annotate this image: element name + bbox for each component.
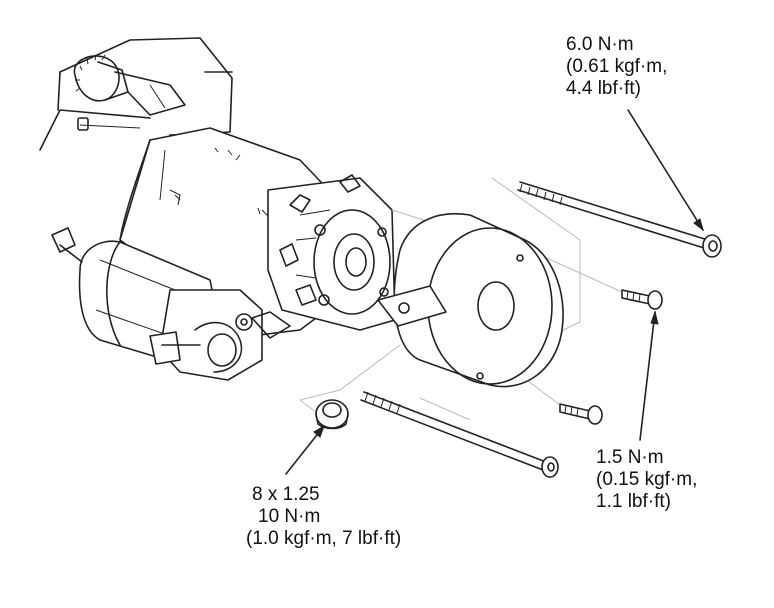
through-bolt-lower: [360, 391, 559, 478]
torque-value: 10 N·m: [258, 506, 321, 527]
flange-nut: [315, 399, 349, 430]
bolt-short-lower: [559, 403, 603, 425]
nut-thread-size: 8 x 1.25: [252, 484, 320, 505]
torque-value-kgf-lbf: (1.0 kgf·m, 7 lbf·ft): [246, 528, 402, 549]
torque-label-nut: 8 x 1.25 10 N·m (1.0 kgf·m, 7 lbf·ft): [246, 484, 401, 550]
torque-value-lbf: 1.1 lbf·ft): [596, 491, 671, 512]
bolt-short-upper: [621, 289, 663, 310]
through-bolt-upper: [517, 181, 722, 258]
torque-value-kgf: (0.15 kgf·m,: [596, 469, 698, 490]
torque-value: 1.5 N·m: [596, 447, 664, 468]
callout-arrows: [285, 109, 704, 475]
torque-value-kgf: (0.61 kgf·m,: [566, 56, 668, 77]
ring-gear-detail: [73, 54, 186, 116]
torque-label-through-bolt: 6.0 N·m (0.61 kgf·m, 4.4 lbf·ft): [566, 34, 667, 100]
torque-label-short-bolt: 1.5 N·m (0.15 kgf·m, 1.1 lbf·ft): [596, 447, 697, 513]
terminal-bracket: [149, 289, 291, 381]
rear-end-cover: [377, 213, 564, 388]
brush-holder: [267, 174, 396, 331]
torque-value-lbf: 4.4 lbf·ft): [566, 78, 641, 99]
torque-value: 6.0 N·m: [566, 34, 634, 55]
